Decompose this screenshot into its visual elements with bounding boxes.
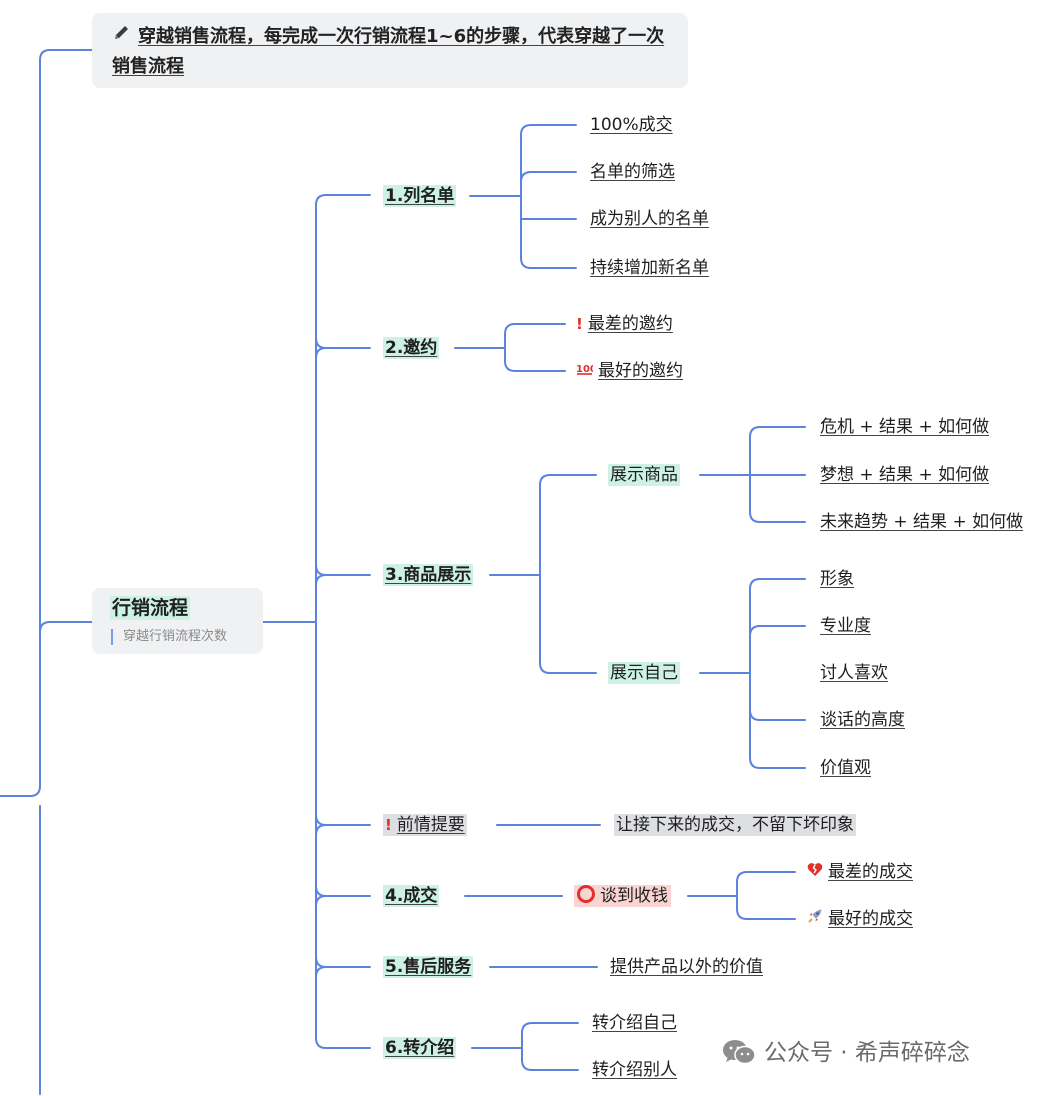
list-item[interactable]: 梦想 + 结果 + 如何做 xyxy=(820,465,990,485)
list-item[interactable]: 讨人喜欢 xyxy=(820,663,888,683)
list-item[interactable]: 提供产品以外的价值 xyxy=(610,957,763,977)
deal-middle-node[interactable]: 谈到收钱 xyxy=(574,885,671,907)
list-item[interactable]: 成为别人的名单 xyxy=(590,209,709,229)
svg-text:100: 100 xyxy=(576,364,593,375)
branch-invite[interactable]: 2.邀约 xyxy=(383,337,440,359)
list-item[interactable]: 价值观 xyxy=(820,758,871,778)
branch-referral[interactable]: 6.转介绍 xyxy=(383,1037,457,1059)
list-item[interactable]: 转介绍自己 xyxy=(592,1013,677,1033)
branch-product-show[interactable]: 3.商品展示 xyxy=(383,564,474,586)
list-item[interactable]: 形象 xyxy=(820,569,854,589)
exclamation-icon: ! xyxy=(385,816,392,834)
root-node[interactable]: 行销流程 穿越行销流程次数 xyxy=(92,588,263,654)
root-note: 穿越行销流程次数 xyxy=(111,629,227,645)
circle-icon xyxy=(577,885,595,903)
show-self-node[interactable]: 展示自己 xyxy=(608,662,680,684)
branch-after-sales[interactable]: 5.售后服务 xyxy=(383,956,474,978)
watermark: 公众号 · 希声碎碎念 xyxy=(722,1038,970,1068)
root-title: 行销流程 xyxy=(110,596,191,620)
branch-deal[interactable]: 4.成交 xyxy=(383,885,440,907)
list-item[interactable]: 未来趋势 + 结果 + 如何做 xyxy=(820,512,1024,532)
rocket-icon xyxy=(807,908,823,930)
list-item[interactable]: 专业度 xyxy=(820,616,871,636)
top-note-text: 穿越销售流程，每完成一次行销流程1~6的步骤，代表穿越了一次销售流程 xyxy=(112,26,665,77)
100-icon: 100 xyxy=(576,360,597,382)
list-item[interactable]: 谈话的高度 xyxy=(820,710,905,730)
list-item[interactable]: 转介绍别人 xyxy=(592,1060,677,1080)
broken-heart-icon xyxy=(807,861,823,883)
list-item[interactable]: 持续增加新名单 xyxy=(590,258,709,278)
list-item[interactable]: 危机 + 结果 + 如何做 xyxy=(820,417,990,437)
watermark-text: 公众号 · 希声碎碎念 xyxy=(764,1040,970,1066)
top-note-card: 穿越销售流程，每完成一次行销流程1~6的步骤，代表穿越了一次销售流程 xyxy=(92,13,688,88)
wechat-icon xyxy=(722,1039,756,1065)
list-item[interactable]: !最差的邀约 xyxy=(576,314,673,334)
list-item[interactable]: 名单的筛选 xyxy=(590,162,675,182)
list-item[interactable]: 最差的成交 xyxy=(807,861,913,883)
branch-list[interactable]: 1.列名单 xyxy=(383,185,457,207)
list-item[interactable]: 100最好的邀约 xyxy=(576,360,683,382)
branch-preface[interactable]: !前情提要 xyxy=(383,814,467,836)
show-product-node[interactable]: 展示商品 xyxy=(608,464,680,486)
list-item[interactable]: 最好的成交 xyxy=(807,908,913,930)
preface-detail[interactable]: 让接下来的成交，不留下坏印象 xyxy=(614,814,856,836)
pencil-icon xyxy=(112,22,132,52)
exclamation-icon: ! xyxy=(576,315,583,333)
list-item[interactable]: 100%成交 xyxy=(590,115,673,135)
